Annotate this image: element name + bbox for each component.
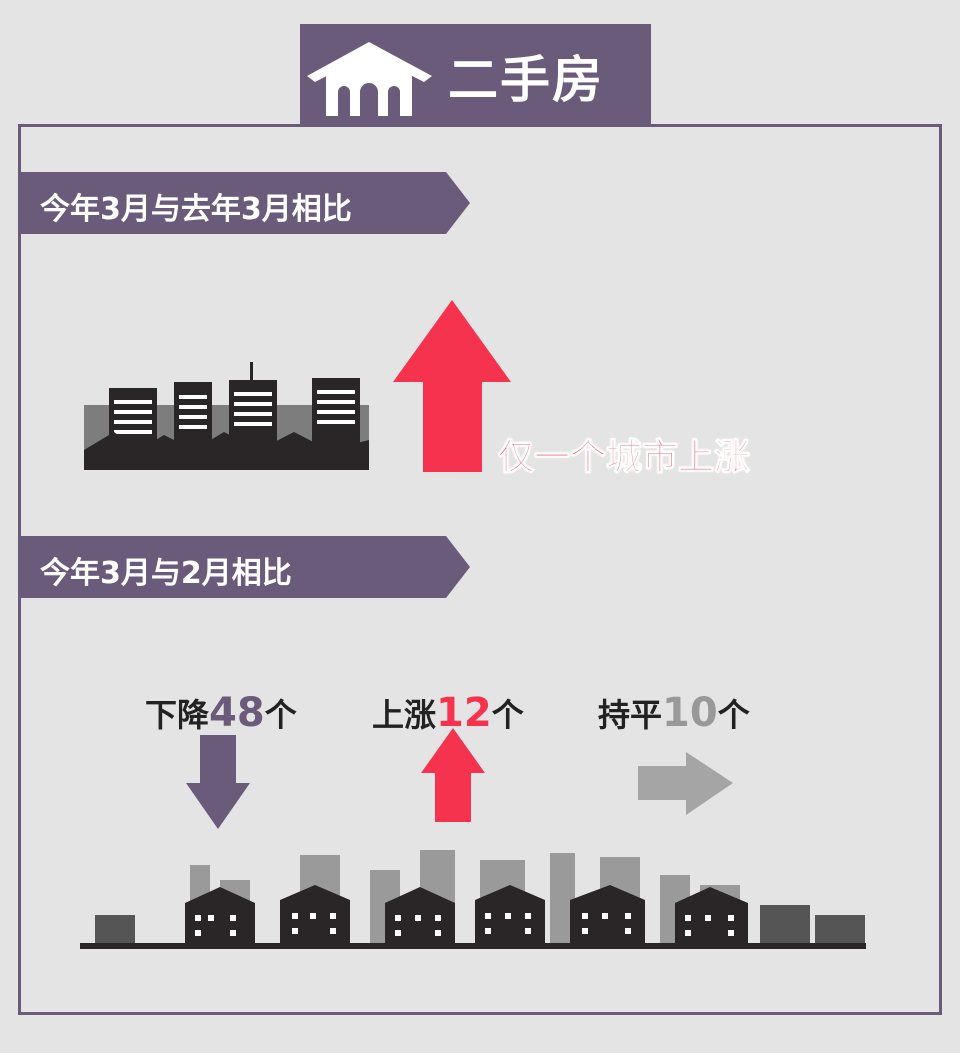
house-icon xyxy=(307,42,432,116)
stat-down: 下降48个 xyxy=(145,690,297,736)
city-skyline-icon xyxy=(84,362,369,470)
town-skyline-icon xyxy=(80,850,866,949)
stat-flat-count: 10 xyxy=(662,690,718,736)
title-tab xyxy=(300,24,651,126)
stat-flat-unit: 个 xyxy=(717,696,750,734)
page-title: 二手房 xyxy=(448,51,604,109)
section2-banner-text: 今年3月与2月相比 xyxy=(40,556,292,591)
stat-flat: 持平10个 xyxy=(598,690,750,736)
section2-banner: 今年3月与2月相比 xyxy=(18,536,470,598)
section1-banner-text: 今年3月与去年3月相比 xyxy=(40,192,352,227)
stat-up-unit: 个 xyxy=(491,696,524,734)
big-up-arrow-icon xyxy=(393,300,511,472)
stat-down-label: 下降 xyxy=(145,696,210,734)
stat-up-count: 12 xyxy=(436,690,492,736)
section1-result: 仅一个城市上涨 xyxy=(497,437,751,479)
right-arrow-icon xyxy=(638,752,733,815)
section1-banner: 今年3月与去年3月相比 xyxy=(18,172,470,234)
down-arrow-icon xyxy=(186,735,250,829)
up-arrow-icon xyxy=(421,728,485,822)
stat-up: 上涨12个 xyxy=(372,690,524,736)
stat-down-count: 48 xyxy=(209,690,265,736)
stat-down-unit: 个 xyxy=(264,696,297,734)
stat-up-label: 上涨 xyxy=(372,696,437,734)
stat-flat-label: 持平 xyxy=(598,696,663,734)
